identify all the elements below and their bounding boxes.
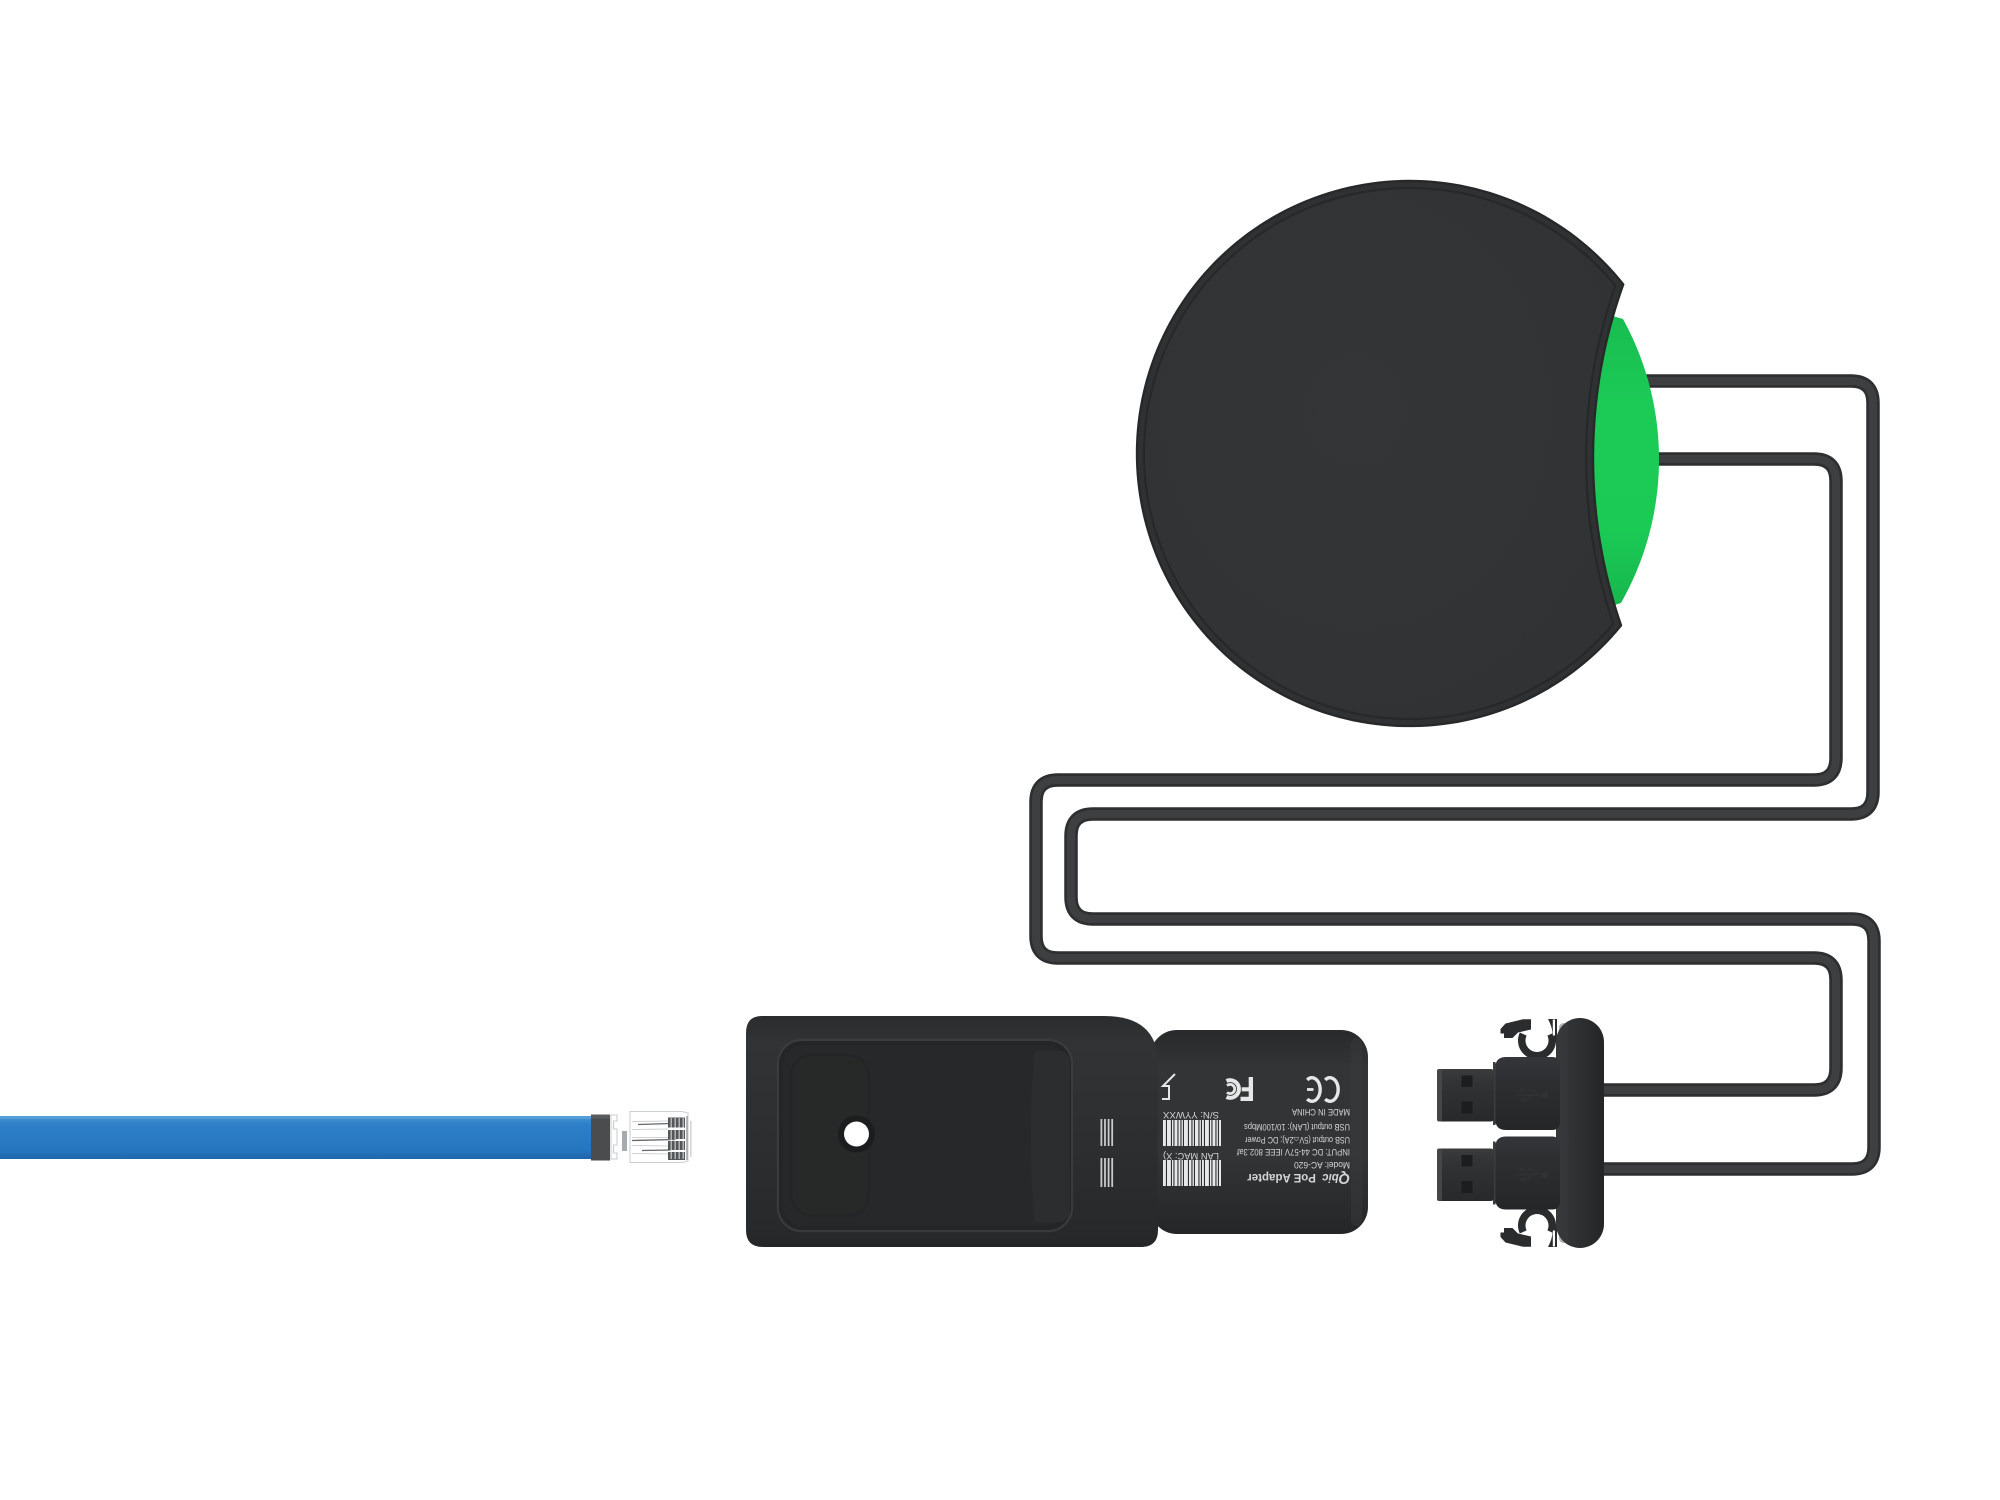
svg-text:USB output (LAN): 10/100Mbps: USB output (LAN): 10/100Mbps [1243, 1122, 1350, 1132]
svg-text:MADE IN CHINA: MADE IN CHINA [1292, 1107, 1350, 1117]
svg-text:USB output (5V⌓2A); DC Power: USB output (5V⌓2A); DC Power [1245, 1135, 1350, 1145]
svg-text:Model: AC-620: Model: AC-620 [1294, 1160, 1350, 1170]
svg-text:INPUT: DC 44-57V IEEE 802.3af: INPUT: DC 44-57V IEEE 802.3af [1237, 1147, 1350, 1157]
svg-text:S/N: YYWXX: S/N: YYWXX [1163, 1110, 1219, 1120]
svg-text:Qbic PoE Adapter: Qbic PoE Adapter [1247, 1170, 1350, 1186]
svg-text:LAN MAC: X): LAN MAC: X) [1163, 1151, 1219, 1161]
